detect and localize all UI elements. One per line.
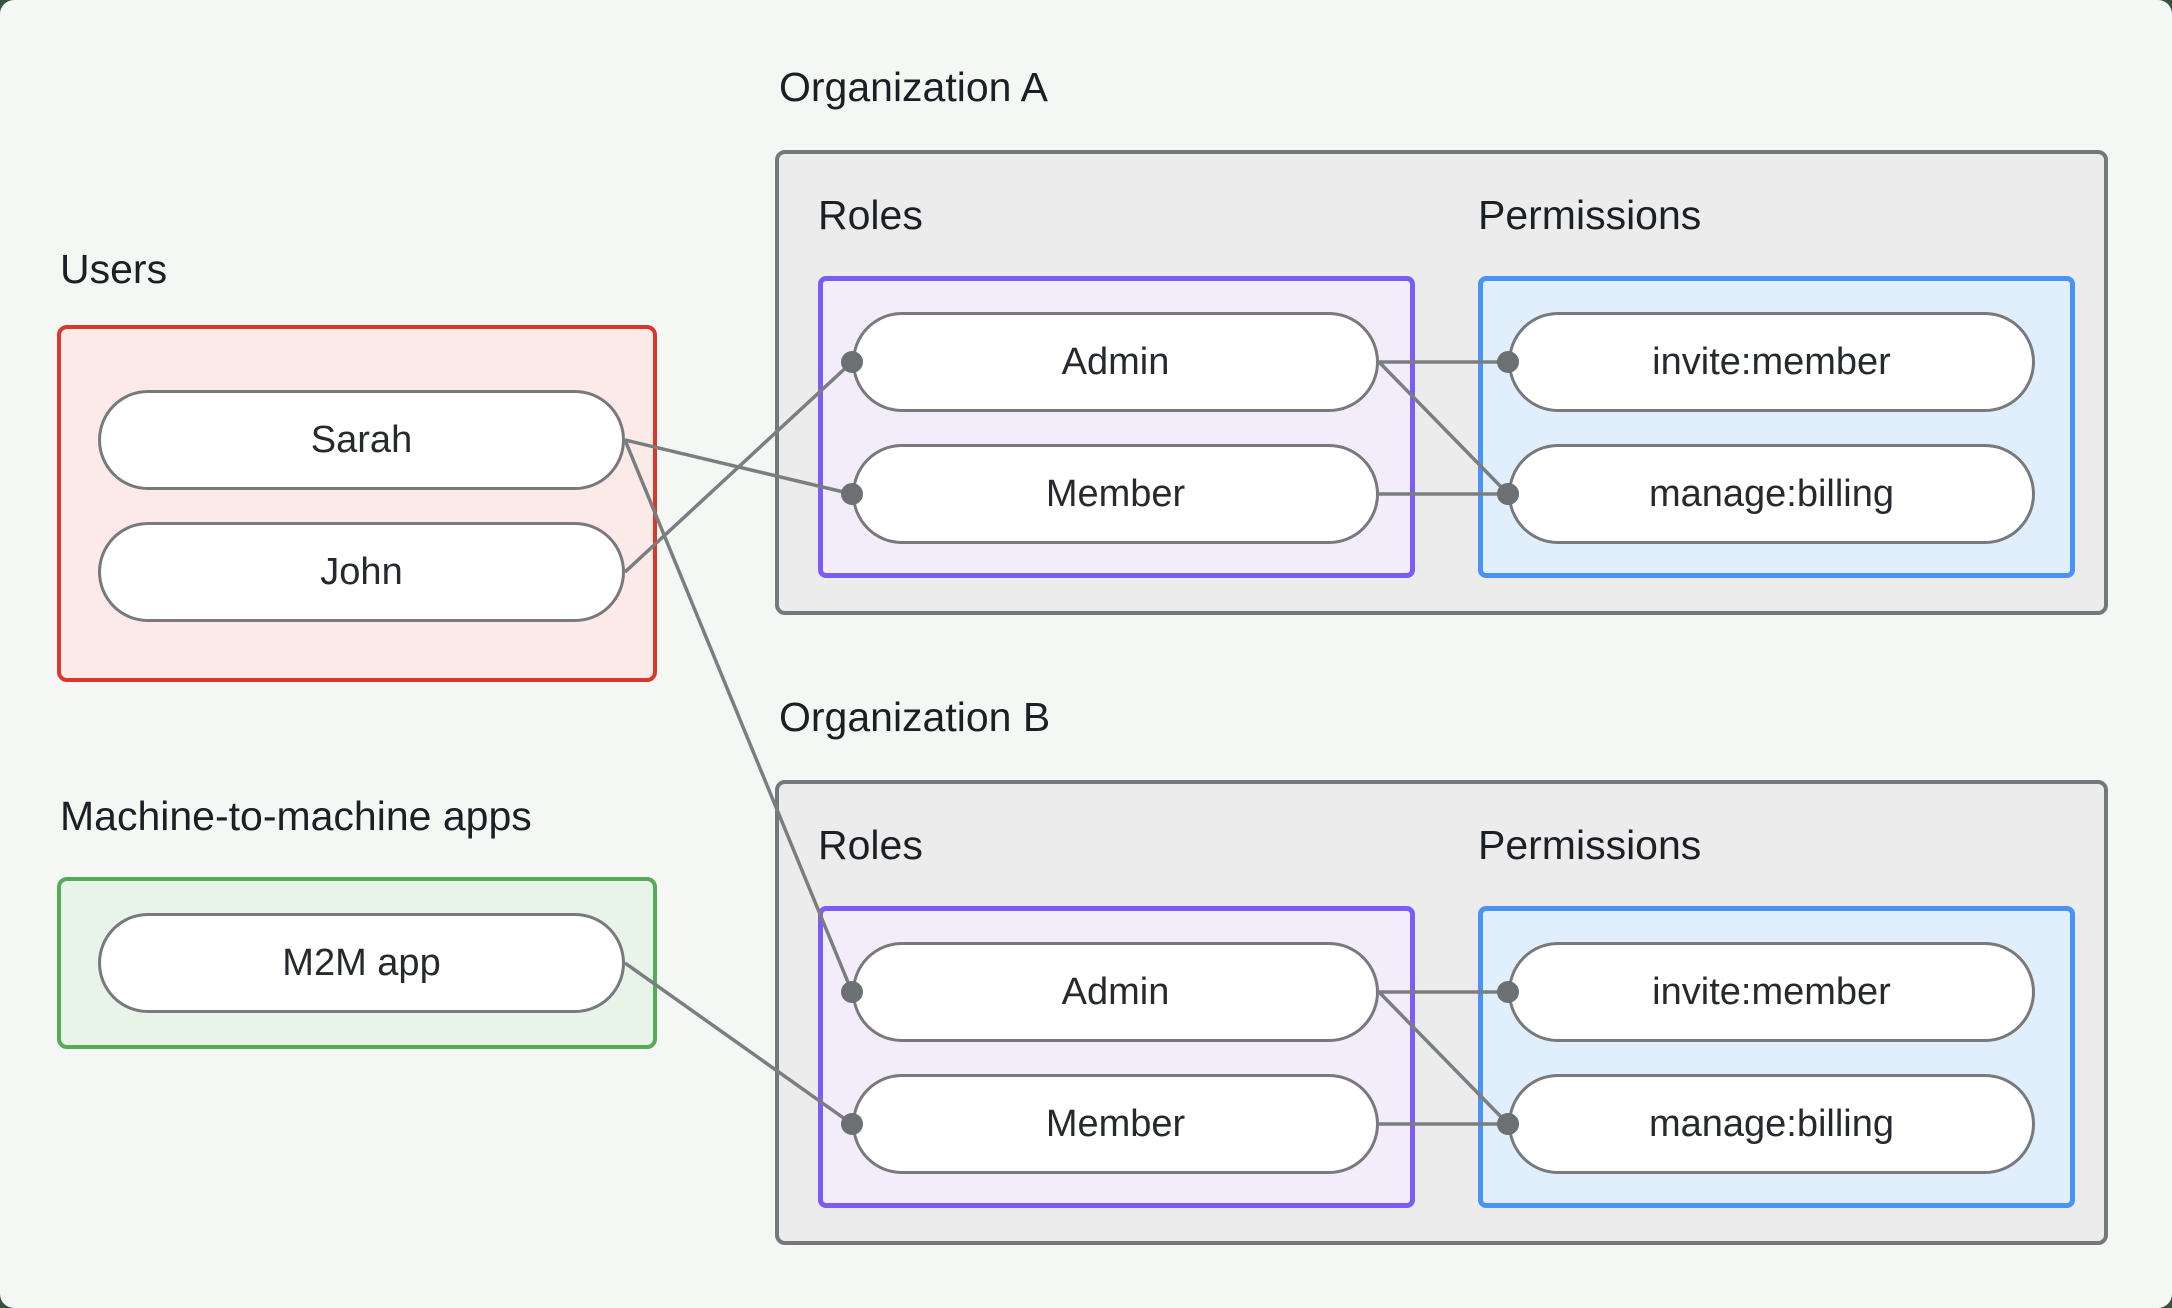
m2m-section-label: Machine-to-machine apps [60, 793, 532, 839]
org-a-title: Organization A [779, 64, 1048, 110]
m2m-app-pill: M2M app [98, 913, 625, 1013]
org-a-role-pill-admin: Admin [852, 312, 1379, 412]
org-b-roles-box: Admin Member [818, 906, 1415, 1208]
org-b-panel: Roles Permissions Admin Member invite:me… [775, 780, 2108, 1245]
org-a-roles-label: Roles [818, 192, 923, 238]
org-b-permission-pill-manage-billing: manage:billing [1508, 1074, 2035, 1174]
org-a-panel: Roles Permissions Admin Member invite:me… [775, 150, 2108, 615]
org-a-permission-pill-manage-billing: manage:billing [1508, 444, 2035, 544]
user-pill-sarah: Sarah [98, 390, 625, 490]
org-b-role-pill-admin: Admin [852, 942, 1379, 1042]
users-group-box: Sarah John [57, 325, 657, 682]
org-b-roles-label: Roles [818, 822, 923, 868]
m2m-group-box: M2M app [57, 877, 657, 1049]
org-b-permissions-box: invite:member manage:billing [1478, 906, 2075, 1208]
org-b-permission-pill-invite-member: invite:member [1508, 942, 2035, 1042]
org-a-permissions-box: invite:member manage:billing [1478, 276, 2075, 578]
org-b-permissions-label: Permissions [1478, 822, 1702, 868]
org-a-permissions-label: Permissions [1478, 192, 1702, 238]
org-b-title: Organization B [779, 694, 1051, 740]
user-pill-john: John [98, 522, 625, 622]
org-b-role-pill-member: Member [852, 1074, 1379, 1174]
users-section-label: Users [60, 246, 168, 292]
org-a-role-pill-member: Member [852, 444, 1379, 544]
org-a-permission-pill-invite-member: invite:member [1508, 312, 2035, 412]
org-a-roles-box: Admin Member [818, 276, 1415, 578]
